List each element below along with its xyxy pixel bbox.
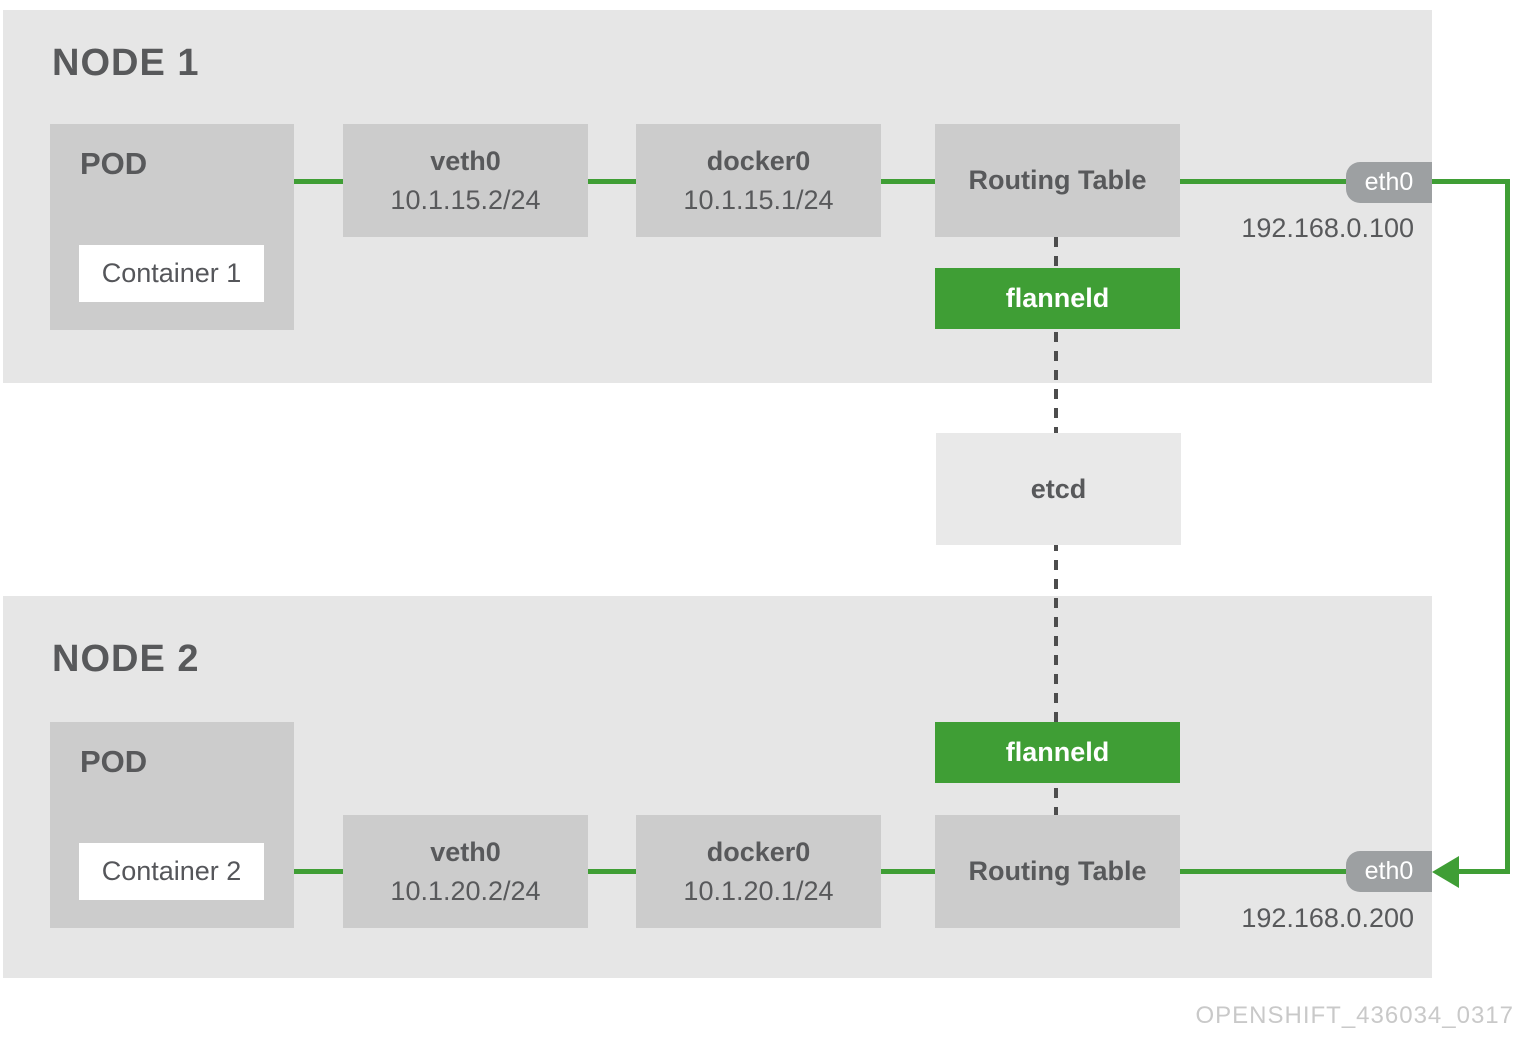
node2-eth0-pill: eth0 bbox=[1346, 851, 1432, 892]
node2-pod-box: POD Container 2 bbox=[50, 722, 294, 928]
node2-veth-box: veth0 10.1.20.2/24 bbox=[343, 815, 588, 928]
etcd-box: etcd bbox=[936, 433, 1181, 545]
node1-eth0-ip: 192.168.0.100 bbox=[1241, 213, 1414, 243]
node1-pod-label: POD bbox=[80, 146, 148, 181]
arrow-left-icon bbox=[1432, 856, 1459, 888]
node1-docker-name: docker0 bbox=[706, 145, 811, 176]
node1-flanneld-box: flanneld bbox=[935, 268, 1180, 329]
node1-veth-name: veth0 bbox=[430, 145, 501, 176]
link-node1-routing-eth bbox=[1180, 179, 1510, 184]
node1-eth0-pill: eth0 bbox=[1346, 162, 1432, 203]
node1-docker-ip: 10.1.15.1/24 bbox=[683, 184, 834, 215]
node2-routing-table-label: Routing Table bbox=[968, 856, 1147, 886]
node2-docker-box: docker0 10.1.20.1/24 bbox=[636, 815, 881, 928]
node2-container-box: Container 2 bbox=[79, 843, 264, 900]
node1-routing-table-label: Routing Table bbox=[968, 165, 1147, 195]
link-node1-pod-veth bbox=[294, 179, 343, 184]
link-node2-eth-return bbox=[1456, 869, 1510, 874]
node2-pod-label: POD bbox=[80, 744, 148, 779]
node2-container-label: Container 2 bbox=[101, 856, 242, 886]
node1-pod-box: POD Container 1 bbox=[50, 124, 294, 330]
node1-routing-table-box: Routing Table bbox=[935, 124, 1180, 237]
node1-container-label: Container 1 bbox=[101, 258, 242, 288]
link-node1-docker-routing bbox=[881, 179, 935, 184]
node1-container-box: Container 1 bbox=[79, 245, 264, 302]
node2-eth0-label: eth0 bbox=[1364, 857, 1414, 885]
link-node2-routing-eth bbox=[1180, 869, 1352, 874]
node2-docker-ip: 10.1.20.1/24 bbox=[683, 875, 834, 906]
watermark-text: OPENSHIFT_436034_0317 bbox=[1195, 1002, 1514, 1029]
node1-flanneld-label: flanneld bbox=[1005, 283, 1110, 313]
link-node1-veth-docker bbox=[588, 179, 636, 184]
node2-docker-name: docker0 bbox=[706, 836, 811, 867]
link-node2-veth-docker bbox=[588, 869, 636, 874]
node1-veth-box: veth0 10.1.15.2/24 bbox=[343, 124, 588, 237]
node1-docker-box: docker0 10.1.15.1/24 bbox=[636, 124, 881, 237]
node1-eth0-label: eth0 bbox=[1364, 168, 1414, 196]
link-eth-vertical bbox=[1505, 179, 1510, 874]
node2-flanneld-label: flanneld bbox=[1005, 737, 1110, 767]
node2-veth-name: veth0 bbox=[430, 836, 501, 867]
etcd-label: etcd bbox=[1030, 473, 1087, 504]
node2-eth0-ip: 192.168.0.200 bbox=[1241, 903, 1414, 933]
node1-veth-ip: 10.1.15.2/24 bbox=[390, 184, 541, 215]
link-node2-docker-routing bbox=[881, 869, 935, 874]
node2-title: NODE 2 bbox=[52, 638, 200, 680]
node2-routing-table-box: Routing Table bbox=[935, 815, 1180, 928]
node1-title: NODE 1 bbox=[52, 42, 200, 84]
node2-flanneld-box: flanneld bbox=[935, 722, 1180, 783]
link-node2-pod-veth bbox=[294, 869, 343, 874]
node2-veth-ip: 10.1.20.2/24 bbox=[390, 875, 541, 906]
